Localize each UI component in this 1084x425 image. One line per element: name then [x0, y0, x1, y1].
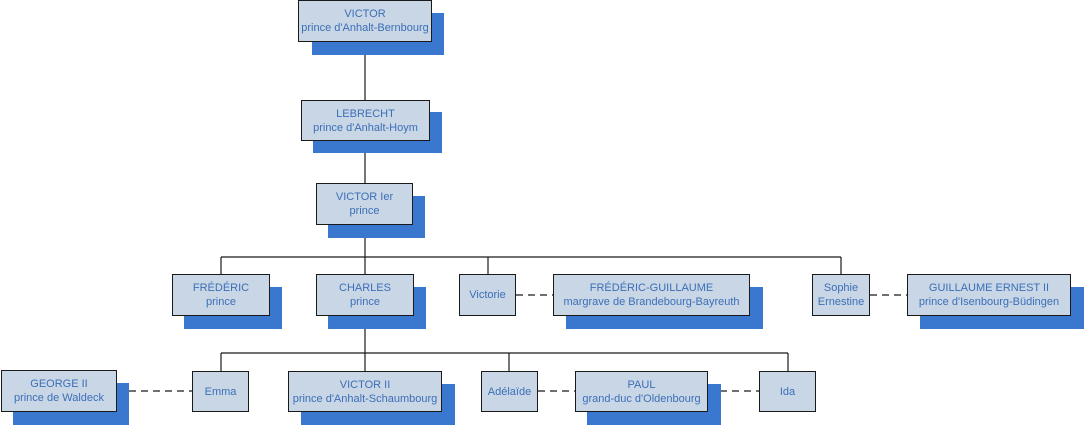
node-paul[interactable]: PAUL grand-duc d'Oldenbourg [575, 371, 708, 412]
node-name: VICTOR II [339, 378, 391, 391]
node-charles[interactable]: CHARLES prince [316, 274, 414, 316]
node-emma[interactable]: Emma [192, 371, 249, 412]
node-name: FRÉDÉRIC-GUILLAUME [589, 282, 714, 294]
node-adelaide[interactable]: Adélaïde [481, 371, 538, 412]
node-name: Victorie [469, 289, 506, 301]
node-name: Sophie [823, 282, 859, 294]
node-name: Emma [204, 385, 237, 398]
node-title: margrave de Brandebourg-Bayreuth [563, 296, 740, 308]
node-ida[interactable]: Ida [759, 371, 816, 412]
node-name: FRÉDÉRIC [192, 282, 250, 294]
node-name: VICTOR [344, 8, 386, 20]
node-title: grand-duc d'Oldenbourg [582, 392, 701, 405]
node-victor-ier[interactable]: VICTOR Ier prince [316, 183, 413, 225]
node-name: PAUL [627, 378, 656, 391]
node-title: prince d'Anhalt-Bernbourg [301, 22, 429, 34]
node-frederic[interactable]: FRÉDÉRIC prince [172, 274, 270, 316]
node-victorie[interactable]: Victorie [459, 274, 516, 316]
node-name: Adélaïde [487, 385, 532, 398]
node-george-ii[interactable]: GEORGE II prince de Waldeck [1, 370, 117, 412]
node-title: prince d'Anhalt-Schaumbourg [292, 392, 438, 405]
node-title: prince [206, 296, 236, 308]
node-name: LEBRECHT [336, 107, 395, 120]
node-sophie-ernestine[interactable]: Sophie Ernestine [812, 274, 870, 316]
node-title: prince [349, 205, 380, 217]
node-victor-ii[interactable]: VICTOR II prince d'Anhalt-Schaumbourg [288, 371, 442, 412]
node-title: prince d'Isenbourg-Büdingen [918, 296, 1060, 308]
node-title: prince [350, 296, 380, 308]
node-guillaume-ernest[interactable]: GUILLAUME ERNEST II prince d'Isenbourg-B… [907, 274, 1071, 316]
node-lebrecht[interactable]: LEBRECHT prince d'Anhalt-Hoym [301, 100, 430, 141]
node-title: prince d'Anhalt-Hoym [313, 121, 418, 134]
node-name: VICTOR Ier [335, 191, 394, 203]
node-name: Ida [779, 385, 796, 398]
node-title: prince de Waldeck [13, 392, 105, 404]
node-victor[interactable]: VICTOR prince d'Anhalt-Bernbourg [298, 0, 432, 42]
node-name: GEORGE II [30, 378, 88, 390]
node-frederic-guillaume[interactable]: FRÉDÉRIC-GUILLAUME margrave de Brandebou… [553, 274, 750, 316]
node-name: GUILLAUME ERNEST II [928, 282, 1050, 294]
node-name: CHARLES [339, 282, 391, 294]
node-title: Ernestine [817, 296, 865, 308]
